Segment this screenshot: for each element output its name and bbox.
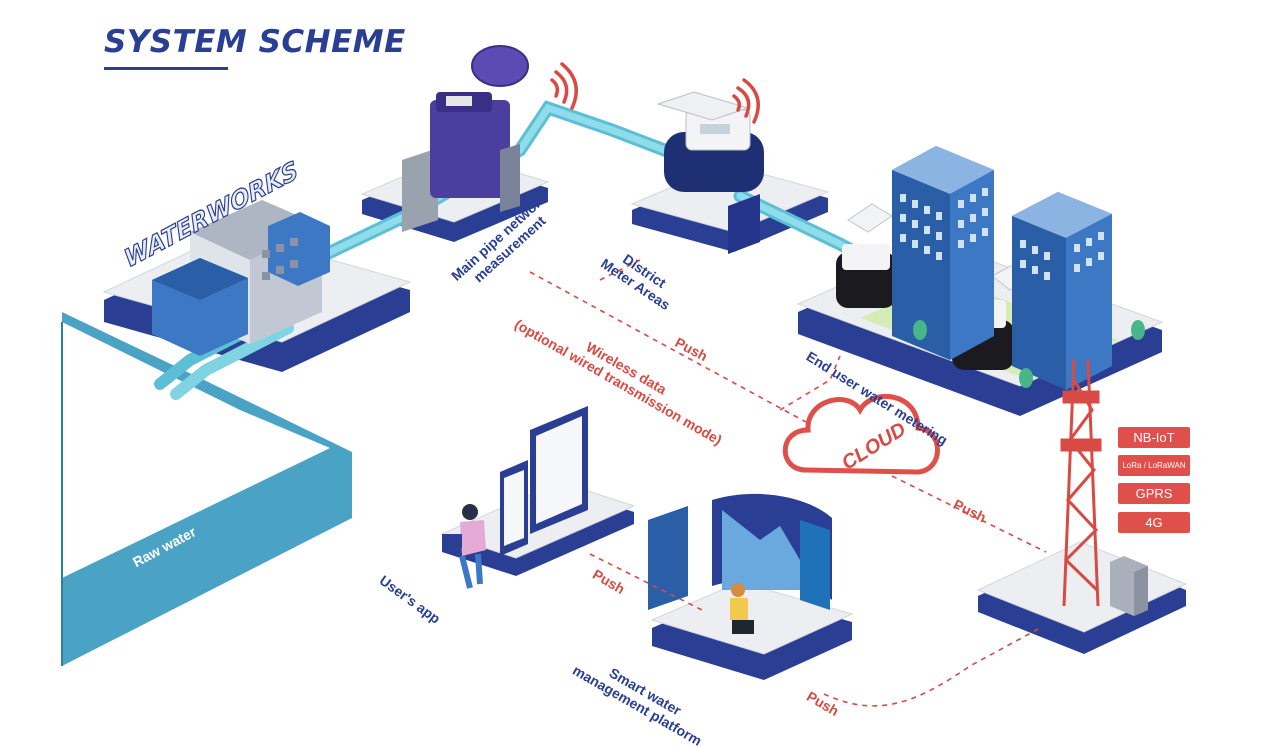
raw-water-river <box>62 312 352 666</box>
data-flow-lines <box>529 259 1047 707</box>
badge-nb-iot: NB-IoT <box>1118 427 1190 448</box>
dashboard-screens <box>648 493 832 610</box>
cloud-icon <box>782 394 940 475</box>
cell-tower <box>1060 359 1102 607</box>
waterworks-building <box>152 200 330 356</box>
app-user-figure <box>442 504 486 589</box>
phone-device <box>500 460 528 556</box>
office-building-1 <box>892 146 994 360</box>
badge-4g: 4G <box>1118 512 1190 533</box>
end-user-meter-1 <box>836 203 896 308</box>
page-title: SYSTEM SCHEME <box>104 24 406 60</box>
dma-meter <box>656 91 764 254</box>
water-pipes <box>154 100 907 400</box>
equipment-cabinet <box>1110 556 1148 616</box>
tower-platform <box>976 541 1188 654</box>
badge-gprs: GPRS <box>1118 483 1190 504</box>
trees <box>913 320 1145 388</box>
operator-figure <box>730 583 754 634</box>
main-pipe-meter <box>402 45 529 232</box>
wireless-signal-icons <box>550 62 760 124</box>
office-building-2 <box>1012 192 1112 390</box>
title-underline <box>104 67 228 70</box>
badge-lora: LoRa / LoRaWAN <box>1118 455 1190 476</box>
tablet-device <box>530 406 588 534</box>
